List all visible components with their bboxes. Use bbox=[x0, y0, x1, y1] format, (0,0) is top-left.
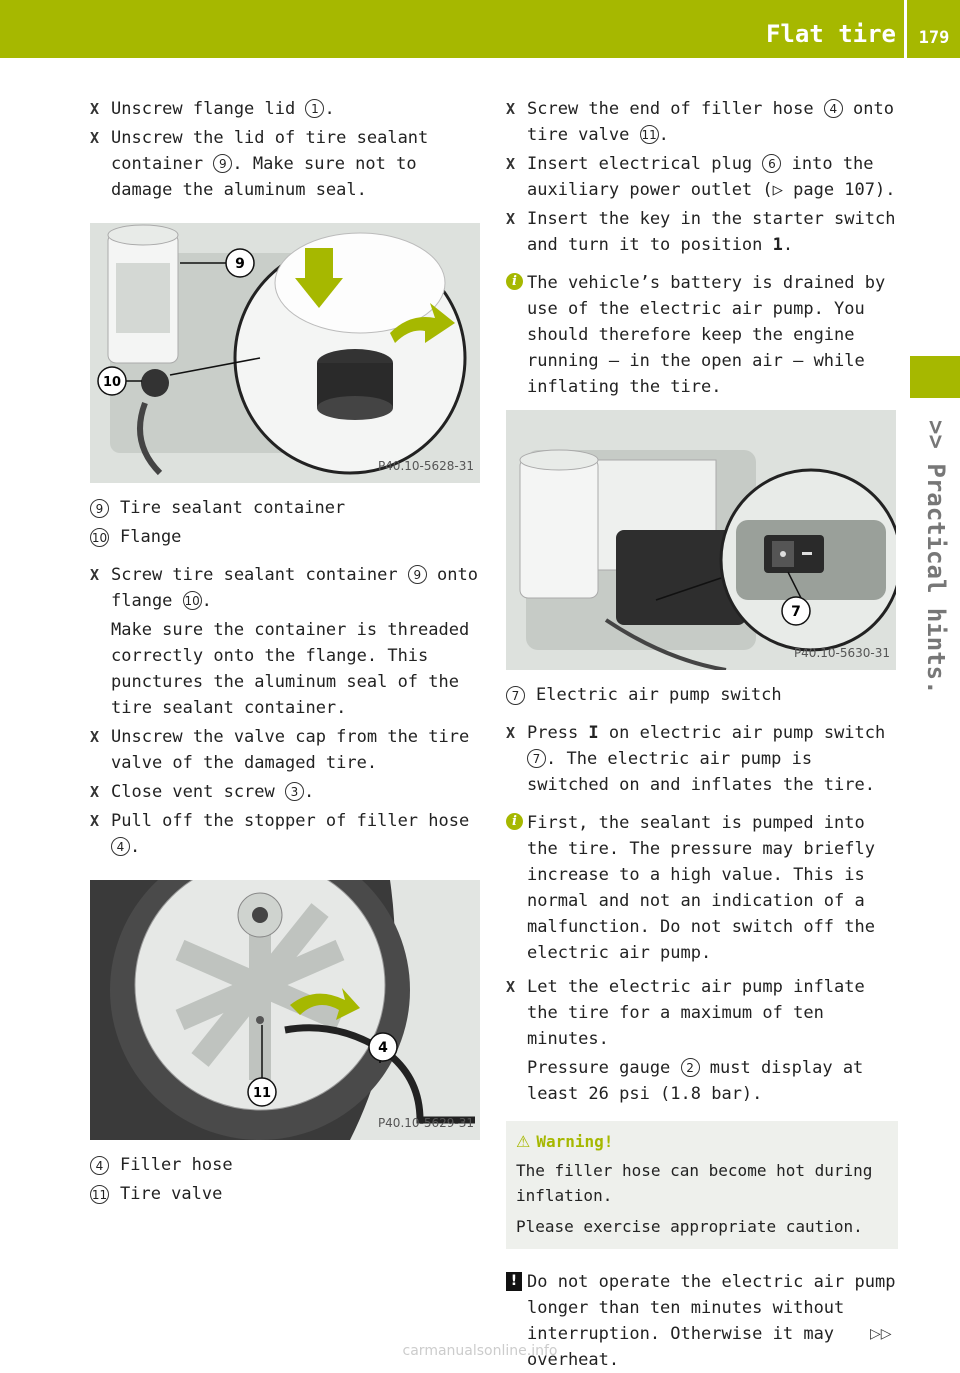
left-column: Unscrew flange lid 1. Unscrew the lid of… bbox=[90, 96, 482, 1210]
step-press-switch: Press I on electric air pump switch 7. T… bbox=[506, 720, 898, 798]
page-number: 179 bbox=[918, 28, 950, 48]
info-note-battery: i The vehicle’s battery is drained by us… bbox=[506, 270, 898, 400]
step-insert-key: Insert the key in the starter switch and… bbox=[506, 206, 898, 258]
ref-circle: 9 bbox=[213, 154, 233, 173]
warning-box: ⚠Warning! The filler hose can become hot… bbox=[506, 1121, 898, 1249]
step-let-pump-inflate: Let the electric air pump inflate the ti… bbox=[506, 974, 898, 1052]
step-pull-off-stopper: Pull off the stopper of filler hose 4. bbox=[90, 808, 482, 860]
continue-arrows-icon: ▷▷ bbox=[870, 1326, 892, 1342]
header-bar: Flat tire 179 bbox=[0, 0, 960, 58]
photo-code: P40.10-5628-31 bbox=[377, 459, 474, 473]
step-close-vent-screw: Close vent screw 3. bbox=[90, 779, 482, 805]
exclamation-icon: ! bbox=[506, 1272, 522, 1291]
photo-sealant-container: 9 10 P40.10-5628-31 bbox=[90, 223, 480, 483]
callout-label: 7 bbox=[791, 604, 801, 620]
callout-label: 4 bbox=[378, 1040, 388, 1056]
step-unscrew-flange-lid: Unscrew flange lid 1. bbox=[90, 96, 482, 122]
callout-label: 9 bbox=[235, 256, 245, 272]
step-screw-container-onto-flange: Screw tire sealant container 9 onto flan… bbox=[90, 562, 482, 614]
warning-title: ⚠Warning! bbox=[516, 1132, 614, 1151]
side-tab-marker bbox=[910, 356, 960, 398]
step-screw-hose-onto-valve: Screw the end of filler hose 4 onto tire… bbox=[506, 96, 898, 148]
info-note-sealant: i First, the sealant is pumped into the … bbox=[506, 810, 898, 966]
photo-filler-hose-valve: 11 4 P40.10-5629-31 bbox=[90, 880, 480, 1140]
step-note: Pressure gauge 2 must display at least 2… bbox=[527, 1058, 864, 1104]
step-unscrew-container-lid: Unscrew the lid of tire sealant containe… bbox=[90, 125, 482, 203]
info-icon: i bbox=[506, 273, 523, 290]
photo-code: P40.10-5629-31 bbox=[377, 1116, 474, 1130]
right-column: Screw the end of filler hose 4 onto tire… bbox=[506, 96, 898, 1373]
warning-triangle-icon: ⚠ bbox=[516, 1132, 531, 1151]
photo-air-pump-switch: 7 P40.10-5630-31 bbox=[506, 410, 896, 670]
photo-code: P40.10-5630-31 bbox=[793, 646, 890, 660]
callout-label: 11 bbox=[253, 1086, 271, 1101]
info-icon: i bbox=[506, 813, 523, 830]
header-separator bbox=[904, 0, 907, 58]
step-unscrew-valve-cap: Unscrew the valve cap from the tire valv… bbox=[90, 724, 482, 776]
side-chapter-label: >> Practical hints. bbox=[922, 420, 950, 695]
callout-label: 10 bbox=[103, 375, 121, 390]
warning-text: Please exercise appropriate caution. bbox=[516, 1217, 863, 1236]
ref-circle: 1 bbox=[305, 99, 325, 118]
section-title: Flat tire bbox=[765, 20, 896, 48]
warning-text: The filler hose can become hot during in… bbox=[516, 1161, 873, 1205]
step-note: Make sure the container is threaded corr… bbox=[111, 620, 470, 718]
page-ref-arrow-icon: ▷ bbox=[772, 180, 783, 200]
step-insert-plug: Insert electrical plug 6 into the auxili… bbox=[506, 151, 898, 203]
footer-watermark: carmanualsonline.info bbox=[402, 1343, 558, 1359]
